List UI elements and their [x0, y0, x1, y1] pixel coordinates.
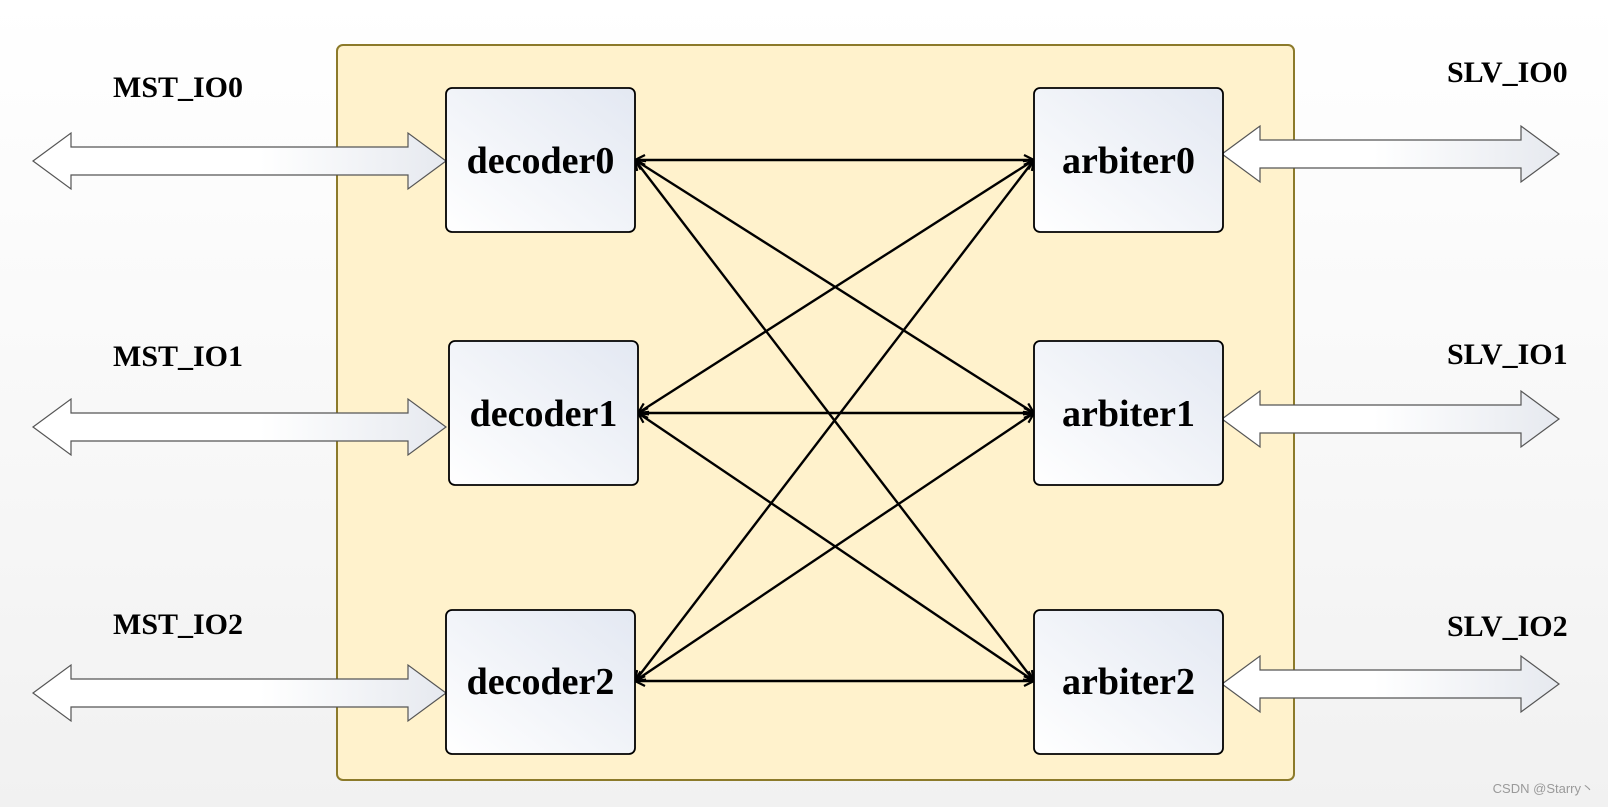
- watermark: CSDN @Starry丶: [1492, 781, 1594, 796]
- slv-io0-label: SLV_IO0: [1447, 56, 1568, 89]
- slv-io2-arrow: [1220, 654, 1561, 714]
- slave-ports: SLV_IO0 SLV_IO1 SLV_IO2: [1220, 56, 1568, 714]
- crossbar-links: [635, 160, 1034, 681]
- slv-io1-arrow: [1220, 389, 1561, 449]
- arbiter1-label: arbiter1: [1062, 393, 1195, 435]
- decoder1-block[interactable]: decoder1: [448, 340, 639, 486]
- slv-io1-label: SLV_IO1: [1447, 338, 1568, 371]
- decoder2-label: decoder2: [467, 661, 615, 703]
- decoder2-block[interactable]: decoder2: [445, 609, 636, 755]
- mst-io0-label: MST_IO0: [113, 71, 243, 104]
- arbiter2-block[interactable]: arbiter2: [1033, 609, 1224, 755]
- slv-io2-label: SLV_IO2: [1447, 610, 1568, 643]
- decoder0-block[interactable]: decoder0: [445, 87, 636, 233]
- decoder1-label: decoder1: [470, 393, 618, 435]
- arbiter2-label: arbiter2: [1062, 661, 1195, 703]
- arbiter0-block[interactable]: arbiter0: [1033, 87, 1224, 233]
- arbiter1-block[interactable]: arbiter1: [1033, 340, 1224, 486]
- arbiter-blocks: arbiter0 arbiter1 arbiter2: [1033, 87, 1224, 755]
- mst-io1-label: MST_IO1: [113, 340, 243, 373]
- link-decoder2-arbiter1: [635, 413, 1034, 681]
- master-ports: MST_IO0 MST_IO1 MST_IO2: [31, 71, 448, 723]
- slv-io0-arrow: [1220, 124, 1561, 184]
- mst-io2-label: MST_IO2: [113, 608, 243, 641]
- decoder-blocks: decoder0 decoder1 decoder2: [445, 87, 639, 755]
- mst-io1-arrow: [31, 397, 448, 457]
- decoder0-label: decoder0: [467, 140, 615, 182]
- arbiter0-label: arbiter0: [1062, 140, 1195, 182]
